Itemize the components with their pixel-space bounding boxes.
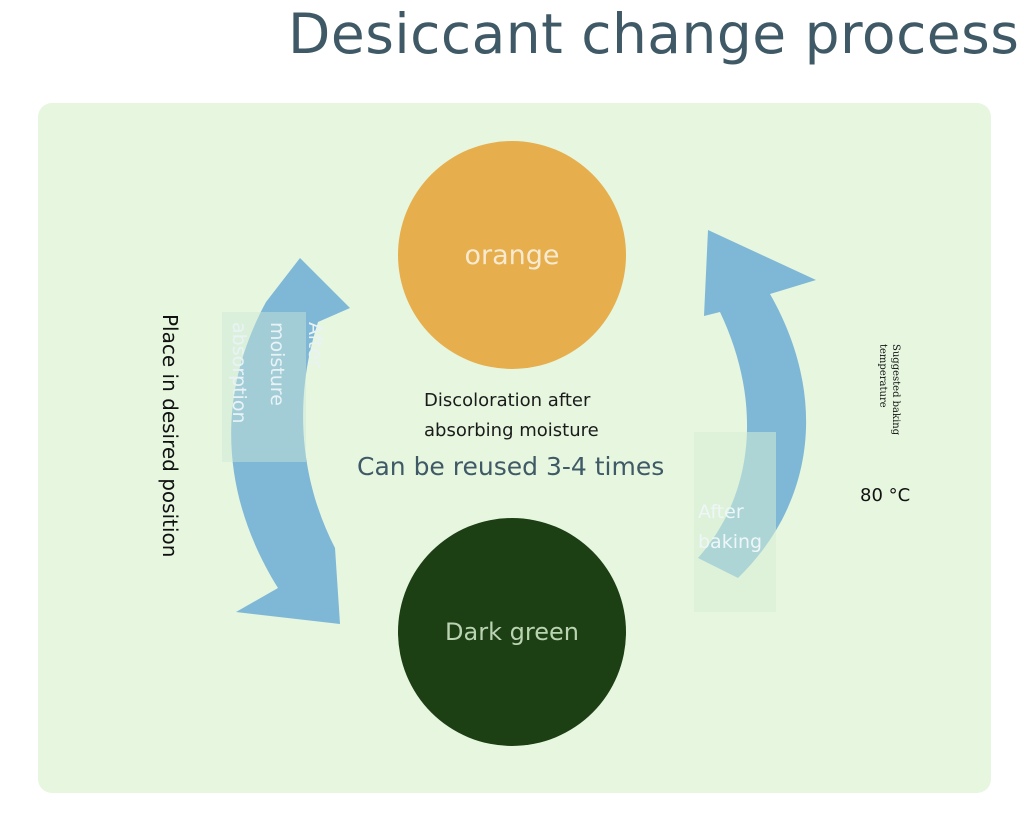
orange-state-circle: orange (398, 141, 626, 369)
discoloration-line-1: Discoloration after (424, 390, 591, 411)
place-position-label: Place in desired position (158, 314, 182, 558)
right-arrow (698, 230, 816, 578)
left-arrow-line-2: moisture (266, 322, 288, 406)
baking-temperature-label: Suggested baking temperature (876, 344, 902, 435)
left-arrow (231, 258, 350, 624)
reuse-note: Can be reused 3-4 times (357, 452, 665, 481)
left-arrow-fade (222, 312, 306, 462)
page-title: Desiccant change process (288, 2, 1020, 66)
right-arrow-fade (694, 432, 776, 612)
right-arrow-line-2: baking (698, 531, 763, 553)
left-arrow-line-3: absorption (228, 322, 250, 424)
baking-label-line-1: Suggested baking (890, 344, 901, 436)
right-arrow-line-1: After (698, 501, 744, 523)
left-arrow-label: After moisture absorption (220, 322, 334, 424)
discoloration-line-2: absorbing moisture (424, 420, 599, 441)
baking-label-line-2: temperature (877, 344, 888, 408)
left-arrow-line-1: After (304, 322, 326, 368)
dark-green-state-circle: Dark green (398, 518, 626, 746)
discoloration-note: Discoloration after absorbing moisture (424, 386, 599, 446)
orange-label: orange (464, 239, 560, 271)
right-arrow-label: After baking (698, 497, 762, 557)
dark-green-label: Dark green (445, 618, 579, 646)
baking-temperature-value: 80 °C (860, 485, 911, 506)
